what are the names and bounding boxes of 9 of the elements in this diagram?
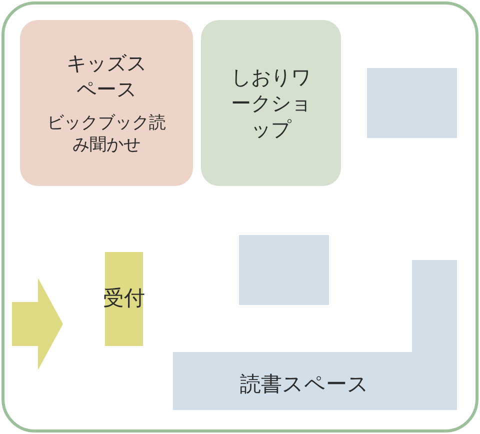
workshop-area <box>201 20 341 186</box>
area-label: しおりワークショップ <box>230 64 312 142</box>
kids-space-area <box>20 20 193 186</box>
area-label: キッズスペース <box>66 50 148 102</box>
area-label: 読書スペース <box>240 370 369 398</box>
table-area <box>367 68 457 138</box>
reading-space-area <box>173 260 457 410</box>
area-label: ビックブック読み聞かせ <box>46 112 166 156</box>
table-area <box>239 235 329 305</box>
